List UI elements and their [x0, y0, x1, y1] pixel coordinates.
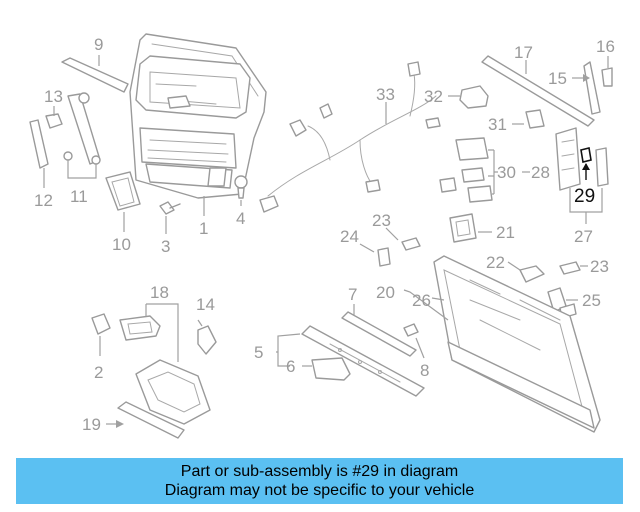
part-21-cover — [449, 213, 492, 243]
callout-25: 25 — [582, 291, 601, 310]
part-3-screw — [159, 201, 181, 234]
part-22-handle — [507, 261, 545, 283]
callout-5: 5 — [254, 343, 263, 362]
part-7-strip — [341, 304, 417, 357]
part-27-lock-assembly — [555, 127, 609, 224]
callout-21: 21 — [496, 223, 515, 242]
callout-16: 16 — [596, 37, 615, 56]
part-6-bracket — [302, 357, 351, 381]
banner-line-2: Diagram may not be specific to your vehi… — [164, 482, 475, 499]
part-20-26-regulator — [403, 255, 601, 433]
part-19-gasket — [106, 401, 185, 439]
part-8-clip — [403, 323, 425, 359]
part-14-bezel — [197, 319, 217, 355]
callout-11: 11 — [70, 187, 88, 206]
callout-24: 24 — [340, 227, 359, 246]
callout-7: 7 — [348, 285, 357, 304]
part-32-switch — [448, 85, 489, 109]
callout-17: 17 — [514, 43, 533, 62]
callout-31: 31 — [488, 115, 507, 134]
callout-3: 3 — [161, 237, 170, 256]
callout-10: 10 — [112, 235, 131, 254]
callout-33: 33 — [376, 85, 395, 104]
callout-8: 8 — [420, 361, 429, 380]
part-5-weatherstrip — [276, 325, 425, 397]
callout-4: 4 — [236, 209, 245, 228]
callout-12: 12 — [34, 191, 53, 210]
part-15-pillar-trim — [572, 61, 601, 115]
part-17-trim-strip — [481, 55, 595, 127]
part-12-strip — [29, 119, 49, 188]
callout-2: 2 — [94, 363, 103, 382]
part-31-switch — [512, 109, 545, 129]
part-24-bracket — [359, 243, 391, 267]
part-9-trim-strip — [61, 55, 129, 93]
part-18-handle-assembly — [119, 303, 211, 425]
parts-diagram: 9 13 12 11 10 3 1 4 33 32 31 17 15 16 30… — [29, 33, 615, 439]
part-1-door-panel — [129, 33, 267, 216]
callout-23-upper: 23 — [372, 211, 391, 230]
callout-13: 13 — [44, 87, 63, 106]
part-10-grille — [105, 171, 141, 232]
part-23-clip-a — [385, 227, 421, 251]
part-13-clip — [45, 106, 63, 129]
callout-15: 15 — [548, 69, 567, 88]
callout-30: 30 — [497, 163, 516, 182]
callout-28: 28 — [531, 163, 550, 182]
part-11-handle — [63, 92, 101, 179]
part-23-clip-b — [559, 261, 588, 275]
callout-labels: 9 13 12 11 10 3 1 4 33 32 31 17 15 16 30… — [34, 35, 615, 434]
part-4-fastener — [234, 175, 248, 206]
part-25-latch — [547, 287, 578, 319]
callout-27: 27 — [574, 227, 593, 246]
part-33-harness — [259, 61, 441, 213]
callout-32: 32 — [424, 87, 443, 106]
callout-6: 6 — [286, 357, 295, 376]
info-banner: Part or sub-assembly is #29 in diagram D… — [16, 458, 623, 504]
callout-9: 9 — [94, 35, 103, 54]
part-30-28-brackets — [439, 137, 530, 203]
callout-26: 26 — [412, 291, 431, 310]
callout-18: 18 — [150, 283, 169, 302]
callout-29: 29 — [574, 186, 595, 207]
callout-22: 22 — [486, 253, 505, 272]
banner-line-1: Part or sub-assembly is #29 in diagram — [180, 463, 459, 480]
part-29-highlighted — [580, 147, 592, 180]
callout-23-right: 23 — [590, 257, 609, 276]
callout-19: 19 — [82, 415, 101, 434]
part-16-clip — [601, 56, 613, 87]
part-2-clip — [91, 313, 111, 356]
callout-1: 1 — [199, 219, 208, 238]
callout-14: 14 — [196, 295, 215, 314]
callout-20: 20 — [376, 283, 395, 302]
